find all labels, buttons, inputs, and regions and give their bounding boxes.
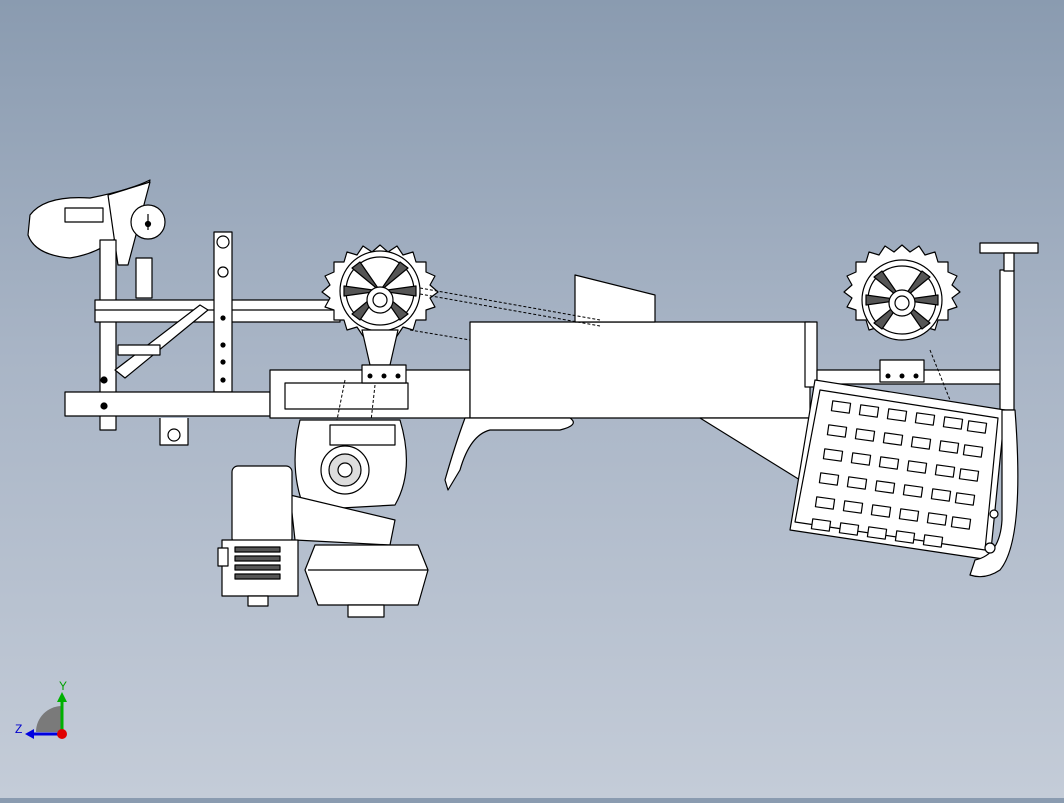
engine [217, 465, 299, 607]
fuel-tank [304, 544, 429, 618]
lower-frame [64, 391, 271, 417]
x-axis-dot [57, 729, 67, 739]
y-axis-arrow [57, 692, 67, 702]
grille-basket [789, 379, 1006, 561]
drive-assembly [289, 419, 407, 546]
front-sprocket [321, 244, 439, 366]
handle [444, 417, 574, 491]
chain [334, 287, 951, 431]
z-axis-label: Z [15, 722, 22, 736]
seat [27, 179, 166, 266]
axis-triad: Y Z [15, 679, 67, 739]
triad-arc [36, 706, 62, 732]
main-beam [469, 321, 811, 419]
y-axis-label: Y [59, 679, 67, 693]
rear-sprocket [843, 244, 961, 383]
z-axis-arrow [25, 729, 34, 739]
